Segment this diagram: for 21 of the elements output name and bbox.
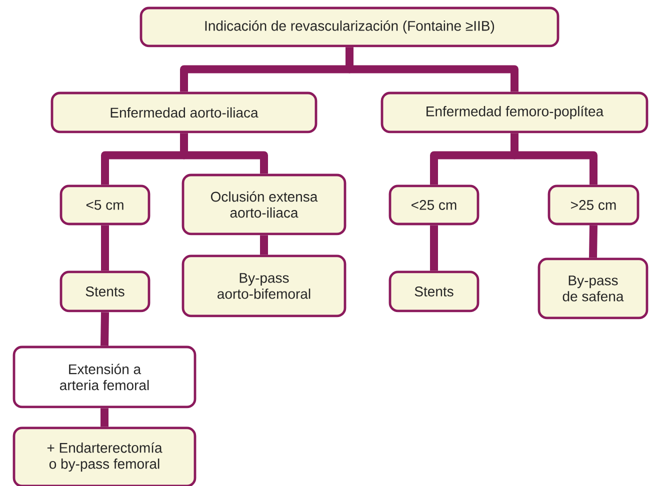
decision-box: Extensión a arteria femoral xyxy=(12,346,196,408)
connector-line xyxy=(101,225,109,271)
process-box: By-pass aorto-bifemoral xyxy=(182,254,346,318)
process-box: Enfermedad femoro-poplítea xyxy=(380,92,648,134)
process-box: Indicación de revascularización (Fontaine ≥IIB) xyxy=(140,6,560,48)
process-box: >25 cm xyxy=(548,184,640,226)
process-box: Stents xyxy=(60,270,150,312)
process-box: <5 cm xyxy=(60,184,150,226)
connector-line xyxy=(346,47,518,92)
connector-line xyxy=(260,235,268,255)
connector-line xyxy=(430,225,438,271)
connector-line xyxy=(100,408,108,427)
process-box: Stents xyxy=(388,270,480,312)
process-box: Enfermedad aorto-iliaca xyxy=(50,92,318,134)
connector-line xyxy=(100,312,109,346)
process-box: <25 cm xyxy=(388,184,480,226)
process-box: + Endarterectomía o by-pass femoral xyxy=(12,426,196,486)
connector-line xyxy=(180,133,268,174)
process-box: By-pass de safena xyxy=(538,258,648,320)
process-box: Oclusión extensa aorto-iliaca xyxy=(182,174,346,236)
connector-line xyxy=(589,225,598,258)
